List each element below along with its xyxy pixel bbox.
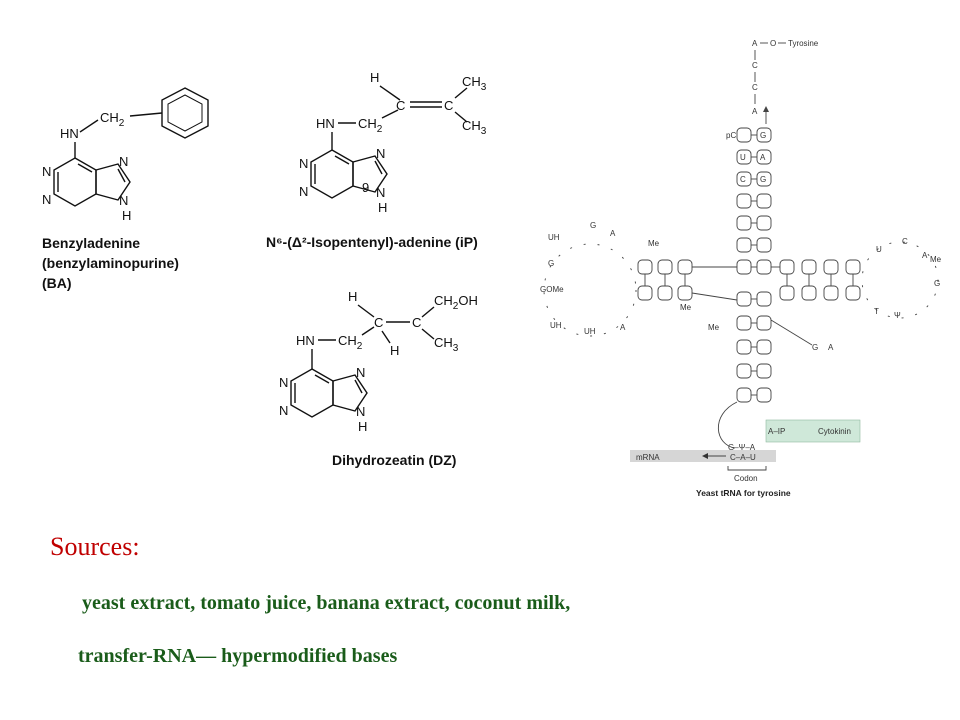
ba-name-2: (benzylaminopurine): [42, 255, 179, 271]
dz-n9: N: [356, 404, 365, 419]
trna-o: O: [770, 39, 776, 48]
t-loop-t: T: [874, 307, 879, 316]
yeast-trna-diagram: A O Tyrosine C C A pC G U A C G: [540, 39, 942, 498]
ba-n3: N: [42, 192, 51, 207]
dz-n7: N: [356, 365, 365, 380]
ip-n9: N: [376, 185, 385, 200]
dz-ch3: CH3: [434, 335, 459, 354]
sources-line-2: transfer-RNA— hypermodified bases: [78, 645, 398, 667]
var-g: G: [812, 343, 818, 352]
trna-a-top: A: [752, 39, 758, 48]
ip-ring-9: 9: [362, 180, 369, 195]
cytokinin-label: Cytokinin: [818, 427, 851, 436]
d-me-c: Me: [708, 323, 720, 332]
loop-g-a: G: [590, 221, 596, 230]
ba-h9: H: [122, 208, 131, 223]
ip-c1: C: [396, 98, 405, 113]
dihydrozeatin-structure: H C C CH2OH CH3 H HN CH2 N N N N H Dihyd…: [279, 289, 478, 468]
loop-uh2-b: UH: [550, 321, 562, 330]
ip-h9: H: [378, 200, 387, 215]
ba-n1: N: [42, 164, 51, 179]
anticodon-a-ip: A–IP: [768, 427, 785, 436]
stem-c: C: [740, 175, 746, 184]
stem-u: U: [740, 153, 746, 162]
trna-c2: C: [752, 83, 758, 92]
t-arm: [779, 241, 939, 319]
ba-name-1: Benzyladenine: [42, 235, 140, 251]
trna-a-end: A: [752, 107, 758, 116]
t-loop-me: Me: [930, 255, 942, 264]
dz-h-bottom: H: [390, 343, 399, 358]
cytokinin-box: [765, 419, 861, 443]
dz-h-top: H: [348, 289, 357, 304]
stem-pc: pC: [726, 131, 736, 140]
loop-g-b: G: [548, 259, 554, 268]
isopentenyl-adenine-structure: H C C CH3 CH3 HN CH2 N N N N 9 H N⁶-(Δ²-…: [266, 70, 487, 250]
stem-g1: G: [760, 131, 766, 140]
anticodon-bases: G–Ψ–A: [728, 443, 756, 452]
ip-n1: N: [299, 156, 308, 171]
t-loop-u: U: [876, 245, 882, 254]
codon-label: Codon: [734, 474, 758, 483]
loop-uh2-a: UH: [548, 233, 560, 242]
dz-c1: C: [374, 315, 383, 330]
ip-ch2: CH2: [358, 116, 383, 135]
var-a: A: [828, 343, 834, 352]
stem-a: A: [760, 153, 766, 162]
loop-gome: GOMe: [540, 285, 564, 294]
trna-tyrosine: Tyrosine: [788, 39, 819, 48]
loop-uh2-c: UH: [584, 327, 596, 336]
t-loop-c: C: [902, 237, 908, 246]
ip-c2: C: [444, 98, 453, 113]
benzene-ring: [161, 87, 209, 139]
dz-h9: H: [358, 419, 367, 434]
dz-nh: HN: [296, 333, 315, 348]
loop-a-b: A: [620, 323, 626, 332]
ip-n7: N: [376, 146, 385, 161]
ip-ch3-top: CH3: [462, 74, 487, 93]
mrna-label: mRNA: [636, 453, 660, 462]
ba-name-3: (BA): [42, 275, 72, 291]
dz-name: Dihydrozeatin (DZ): [332, 452, 456, 468]
t-loop-psi: Ψ: [894, 311, 901, 320]
ip-n3: N: [299, 184, 308, 199]
stem-g2: G: [760, 175, 766, 184]
dz-c2: C: [412, 315, 421, 330]
sources-line-1: yeast extract, tomato juice, banana extr…: [82, 592, 571, 614]
d-me-b: Me: [680, 303, 692, 312]
anticodon-stem: [718, 291, 772, 449]
ip-ch3-bottom: CH3: [462, 118, 487, 137]
sources-title: Sources:: [50, 532, 140, 561]
dz-n1: N: [279, 375, 288, 390]
t-loop-g: G: [934, 279, 940, 288]
ba-n7: N: [119, 154, 128, 169]
benzyladenine-structure: CH2 HN N N N N H Benzyladenine (benzylam…: [42, 87, 209, 291]
ba-nh: HN: [60, 126, 79, 141]
ba-ch2: CH2: [100, 110, 125, 129]
dz-ch2oh: CH2OH: [434, 293, 478, 312]
trna-title: Yeast tRNA for tyrosine: [696, 488, 791, 498]
loop-me-a: Me: [648, 239, 660, 248]
ip-name: N⁶-(Δ²-Isopentenyl)-adenine (iP): [266, 234, 478, 250]
d-arm: [543, 243, 693, 337]
trna-c1: C: [752, 61, 758, 70]
ba-n9: N: [119, 193, 128, 208]
ip-h: H: [370, 70, 379, 85]
ip-nh: HN: [316, 116, 335, 131]
dz-ch2: CH2: [338, 333, 363, 352]
dz-n3: N: [279, 403, 288, 418]
t-loop-a: A: [922, 251, 928, 260]
loop-a-a: A: [610, 229, 616, 238]
codon-bases: C–A–U: [730, 453, 756, 462]
